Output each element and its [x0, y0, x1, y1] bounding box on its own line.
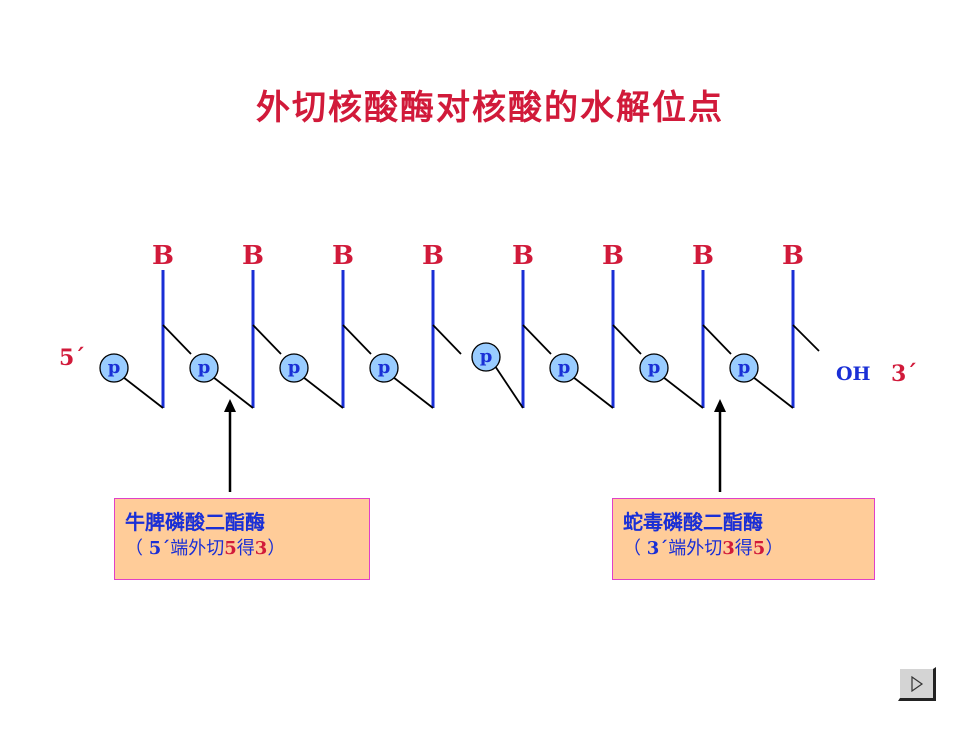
backbone-link	[162, 324, 192, 355]
next-slide-button[interactable]	[898, 667, 936, 701]
right-enzyme-name: 蛇毒磷酸二酯酶	[623, 510, 763, 534]
note-b: 3	[254, 538, 268, 559]
five-prime-label: 5´	[59, 345, 85, 371]
page-title: 外切核酸酶对核酸的水解位点	[256, 88, 724, 128]
note-close: ）	[765, 538, 784, 559]
backbone-link	[662, 376, 704, 409]
left-enzyme-note: （ 5´端外切5得3）	[125, 535, 369, 563]
phosphate-label: p	[738, 357, 751, 378]
backbone-link	[342, 324, 372, 355]
phosphate-circle	[549, 353, 579, 383]
three-prime-label: 3´	[891, 361, 917, 387]
phosphate-circle	[471, 342, 501, 372]
phosphate-label: p	[648, 357, 661, 378]
note-b: 5	[752, 538, 766, 559]
phosphate-label: p	[378, 357, 391, 378]
base-label: B	[422, 241, 444, 271]
phosphate-circle	[189, 353, 219, 383]
right-enzyme-note: （ 3´端外切3得5）	[623, 535, 874, 563]
backbone-link	[122, 376, 164, 409]
backbone-link	[432, 324, 462, 355]
note-a: 3	[722, 538, 735, 559]
base-label: B	[692, 241, 714, 271]
base-label: B	[602, 241, 624, 271]
right-cleavage-arrow	[714, 399, 726, 492]
backbone-link	[702, 324, 732, 355]
phosphate-label: p	[558, 357, 571, 378]
backbone-link	[252, 324, 282, 355]
backbone-link	[494, 365, 524, 409]
hydroxyl-label: OH	[836, 363, 871, 385]
backbone-link	[792, 324, 820, 352]
left-enzyme-name: 牛脾磷酸二酯酶	[125, 510, 265, 534]
note-close: ）	[267, 538, 286, 559]
phosphate-label: p	[288, 357, 301, 378]
phosphate-circle	[729, 353, 759, 383]
note-end: 3´	[646, 538, 669, 559]
backbone-link	[572, 376, 614, 409]
phosphate-label: p	[198, 357, 211, 378]
note-open: （	[125, 538, 143, 559]
backbone-link	[752, 376, 794, 409]
backbone-link	[392, 376, 434, 409]
note-de: 得	[734, 538, 753, 559]
backbone-link	[612, 324, 642, 355]
base-label: B	[512, 241, 534, 271]
play-next-icon	[910, 675, 923, 692]
left-enzyme-box: 牛脾磷酸二酯酶 （ 5´端外切5得3）	[114, 498, 370, 580]
backbone-link	[302, 376, 344, 409]
phosphate-circle	[369, 353, 399, 383]
backbone-link	[212, 376, 254, 409]
backbone-link	[522, 324, 552, 355]
base-label: B	[332, 241, 354, 271]
note-open: （	[623, 538, 641, 559]
phosphate-circle	[279, 353, 309, 383]
right-enzyme-box: 蛇毒磷酸二酯酶 （ 3´端外切3得5）	[612, 498, 875, 580]
phosphate-label: p	[480, 346, 493, 367]
note-de: 得	[236, 538, 255, 559]
phosphate-circle	[99, 353, 129, 383]
base-label: B	[242, 241, 264, 271]
note-text: 端外切	[668, 538, 723, 559]
note-a: 5	[224, 538, 237, 559]
phosphate-circle	[639, 353, 669, 383]
note-end: 5´	[148, 538, 171, 559]
base-label: B	[782, 241, 804, 271]
base-label: B	[152, 241, 174, 271]
phosphate-label: p	[108, 357, 121, 378]
left-cleavage-arrow	[224, 399, 236, 492]
note-text: 端外切	[170, 538, 225, 559]
